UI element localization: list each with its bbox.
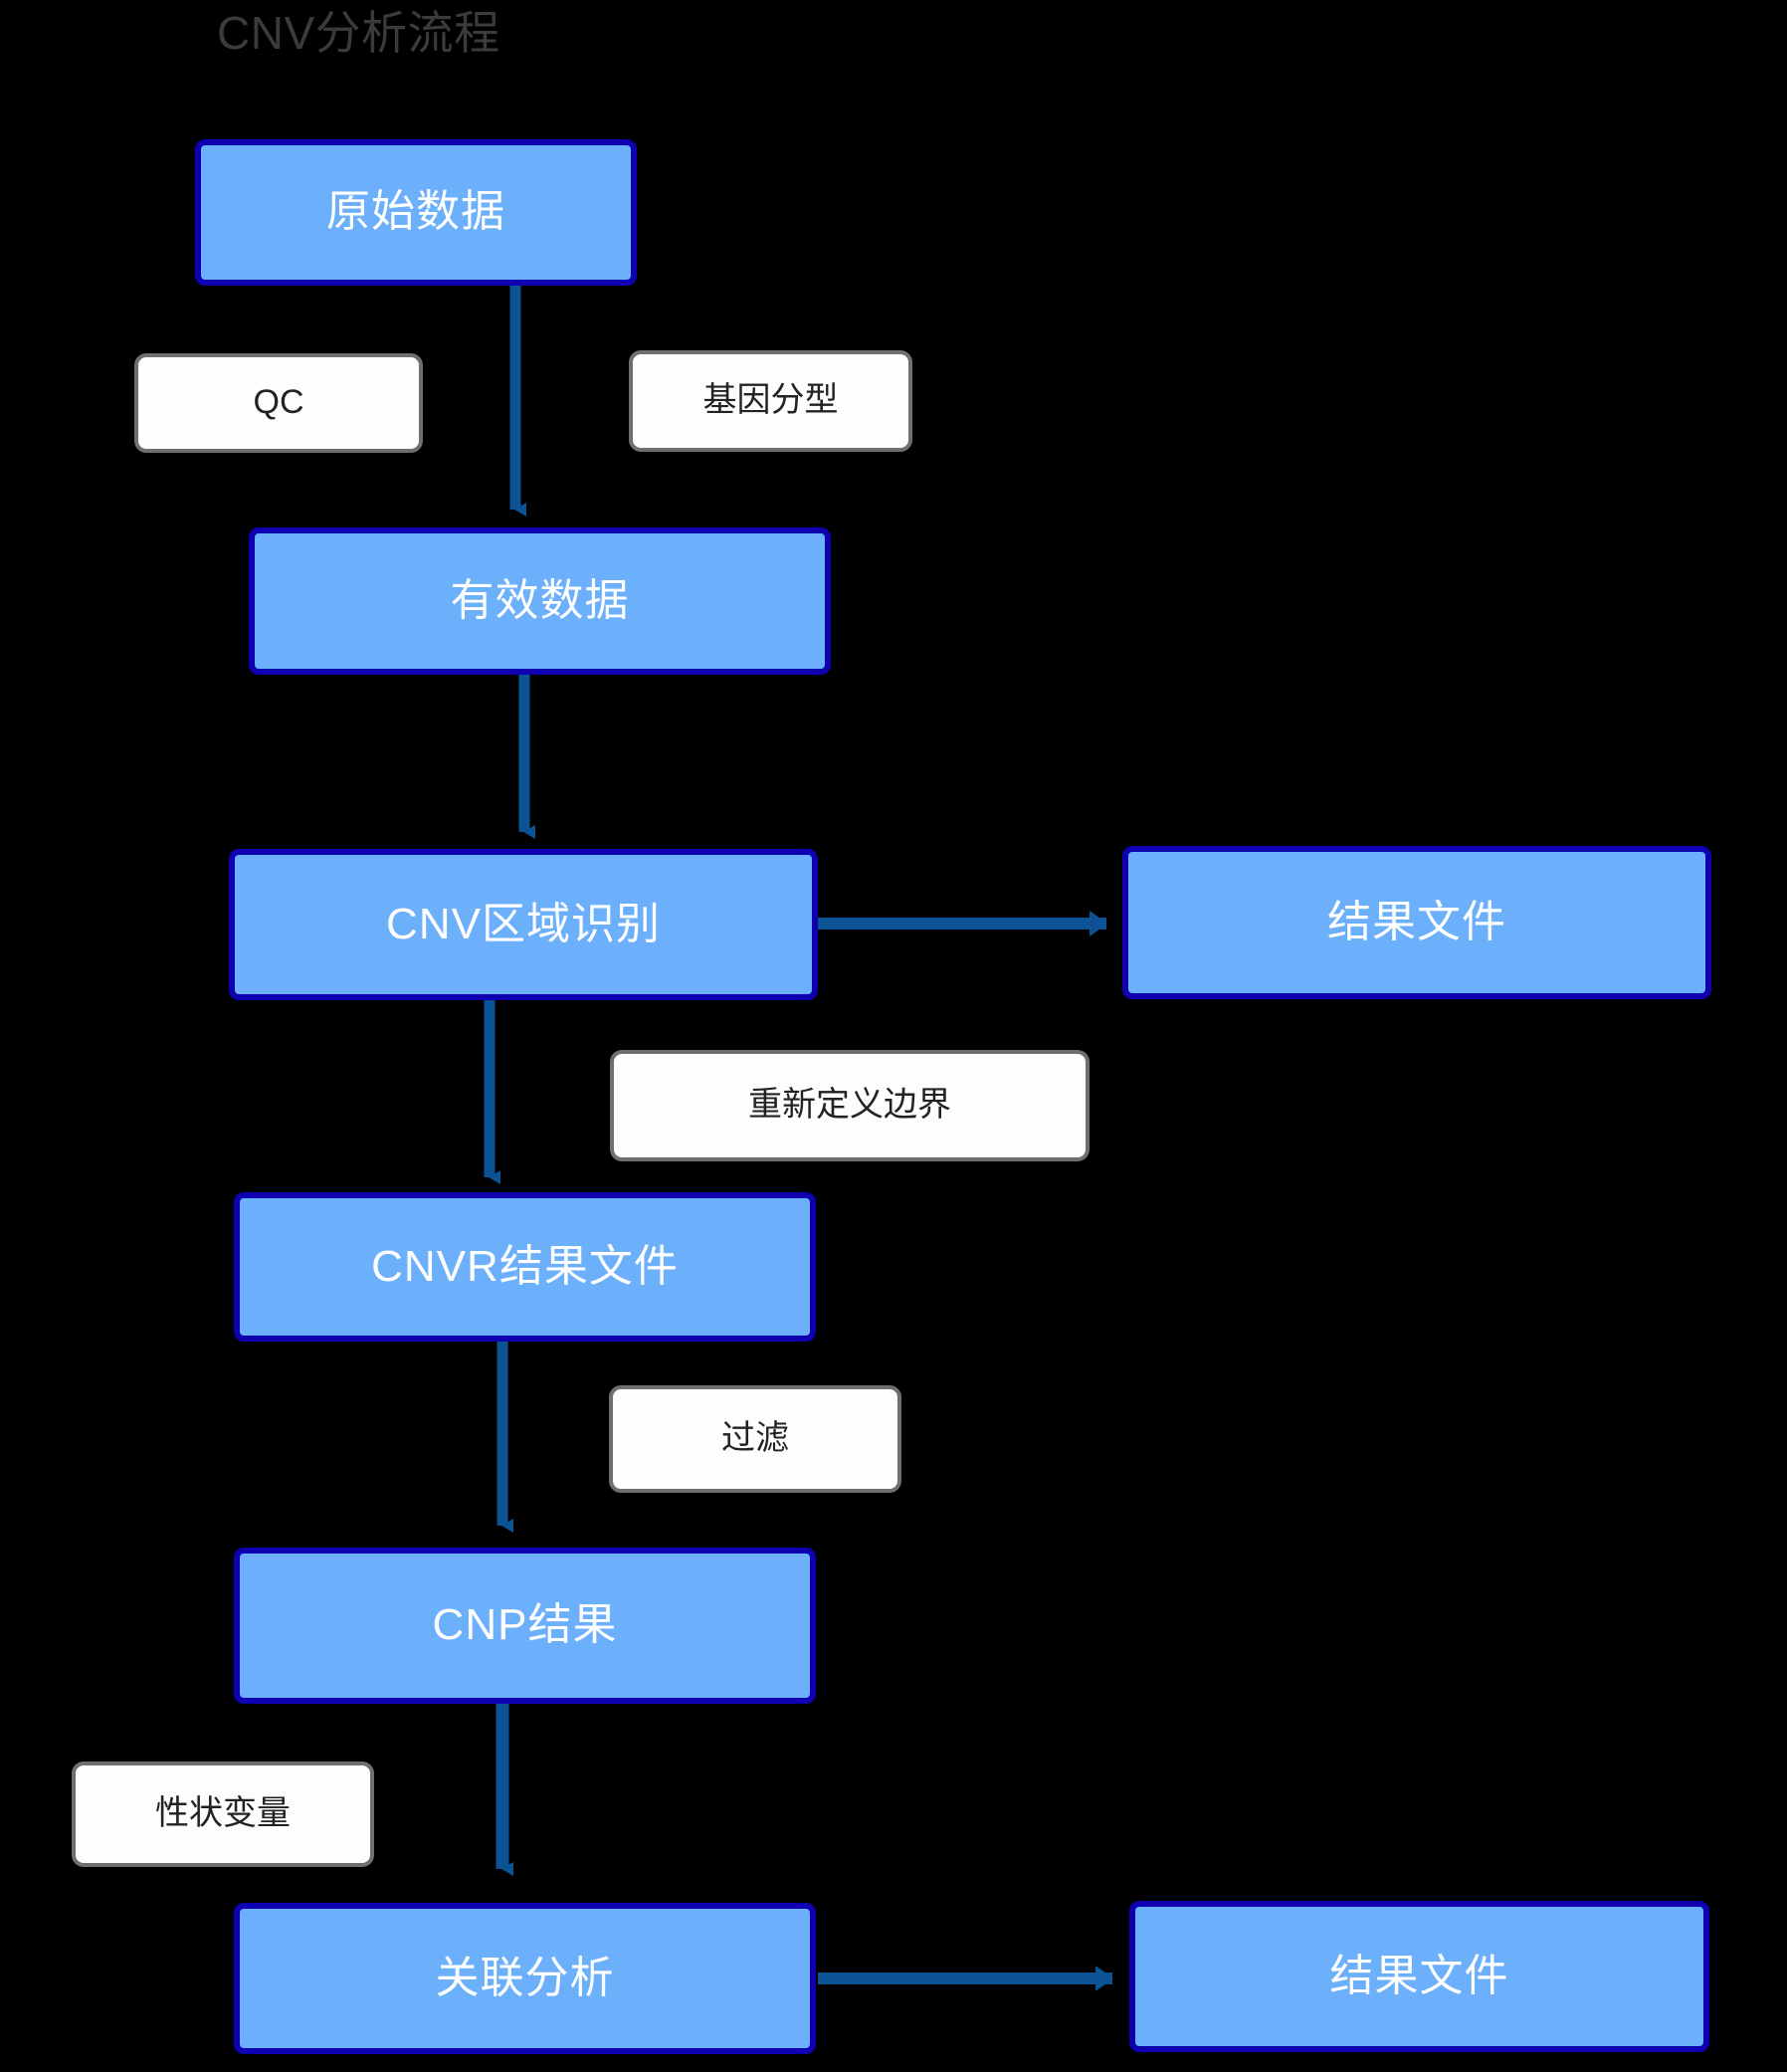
edge-label-redefine[interactable]: 重新定义边界 [610,1050,1090,1161]
edge-label-qc[interactable]: QC [134,353,423,453]
page-title: CNV分析流程 [217,7,500,59]
edge-label-filter[interactable]: 过滤 [609,1385,901,1493]
node-valid-data[interactable]: 有效数据 [249,527,831,675]
edge-label-trait[interactable]: 性状变量 [72,1761,374,1867]
node-result-file-2[interactable]: 结果文件 [1129,1901,1709,2052]
node-assoc-analysis[interactable]: 关联分析 [234,1903,816,2054]
edge-label-genotyping[interactable]: 基因分型 [629,350,912,452]
node-raw-data[interactable]: 原始数据 [195,139,637,286]
node-result-file-1[interactable]: 结果文件 [1122,846,1711,999]
node-cnv-region[interactable]: CNV区域识别 [229,849,818,1000]
node-cnvr-result[interactable]: CNVR结果文件 [234,1192,816,1342]
node-cnp-result[interactable]: CNP结果 [234,1548,816,1704]
